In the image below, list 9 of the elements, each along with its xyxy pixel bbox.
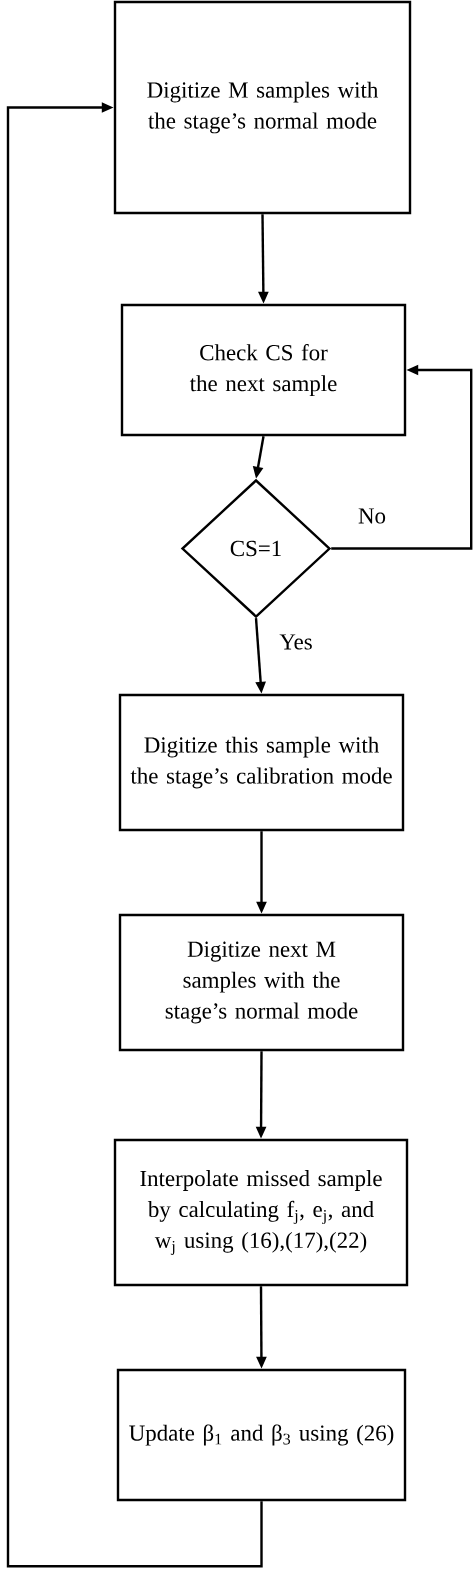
process-box: Digitize next M samples with the stage’s normal mode <box>118 913 405 1052</box>
process-box: Digitize M samples with the stage’s normal mode <box>113 0 412 215</box>
process-box: Digitize this sample with the stage’s calibration mode <box>118 693 405 832</box>
process-box: Update β$_{1}$ and β$_{3}$ using (26) <box>116 1368 407 1502</box>
arrow <box>6 102 263 1568</box>
edge-label: No <box>357 507 387 525</box>
process-box: Check CS for the next sample <box>120 303 407 437</box>
edge-label: Yes <box>278 633 314 651</box>
process-box: Interpolate missed sample by calculating f$_{j}$, e$_{j}$, and w$_{j}$ using (16),(17),(22) <box>113 1138 409 1287</box>
